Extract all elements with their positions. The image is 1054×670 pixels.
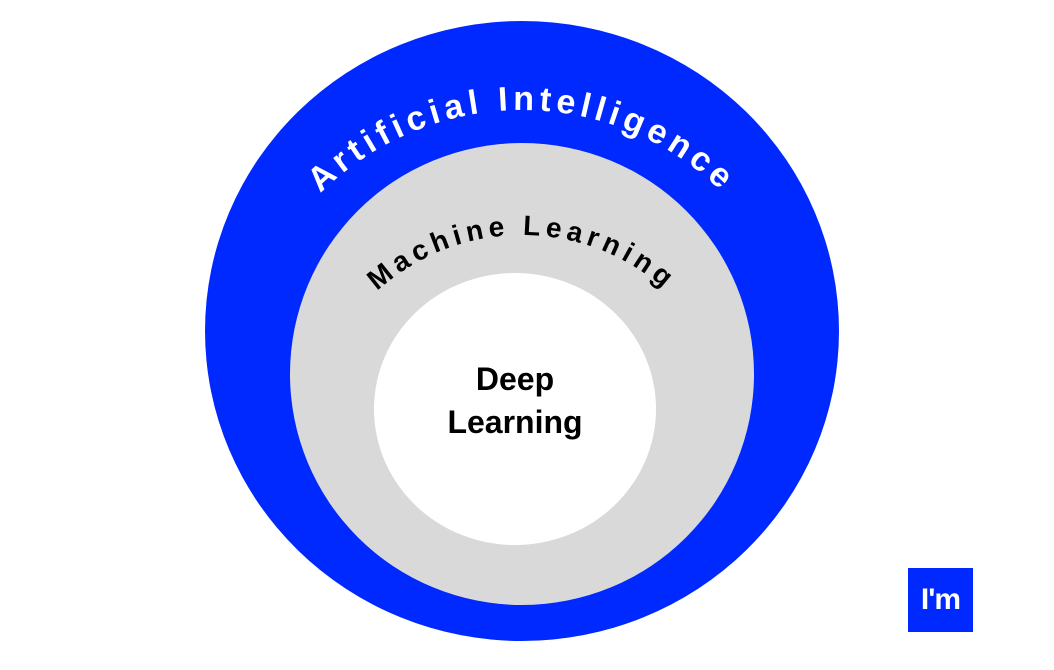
logo-text: I'm [920,583,961,616]
dl-label-line1: Deep [476,361,554,397]
brand-logo: I'm [908,568,973,632]
dl-circle [374,273,656,545]
dl-label-line2: Learning [447,404,582,440]
